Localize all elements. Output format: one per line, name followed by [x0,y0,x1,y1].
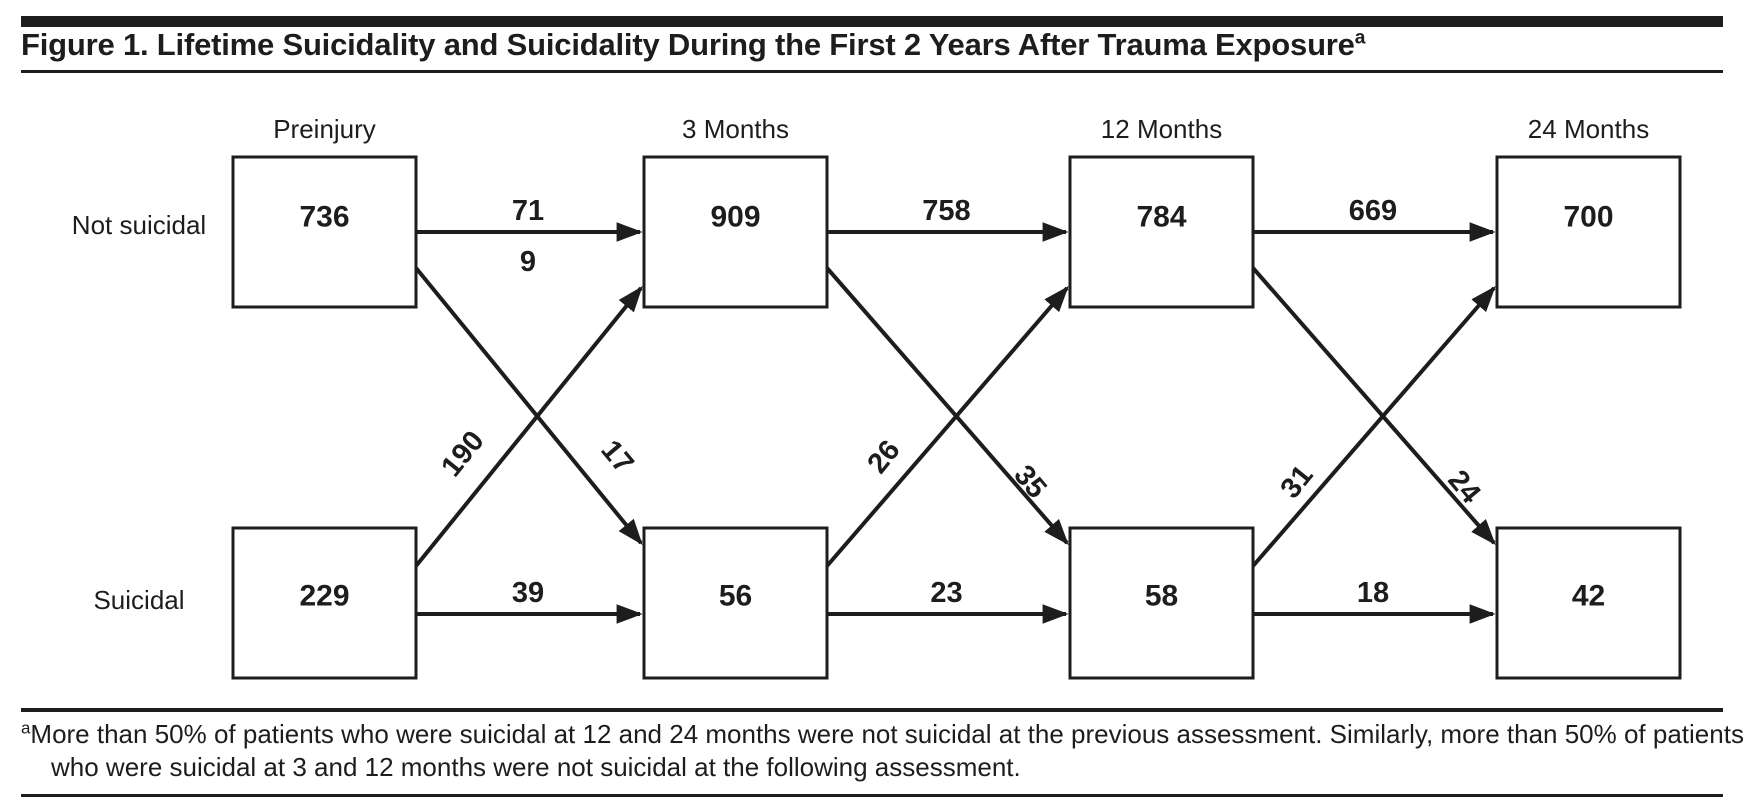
row-label: Suicidal [93,585,184,615]
column-header: 24 Months [1528,114,1649,144]
count-box [642,526,829,680]
figure-title-text: Figure 1. Lifetime Suicidality and Suici… [21,27,1355,62]
count-value: 736 [299,201,349,234]
count-box [1068,526,1255,680]
footnote-text: More than 50% of patients who were suici… [30,719,1744,782]
count-value: 42 [1572,580,1605,613]
transition-label: 26 [861,434,906,479]
transition-arrow [825,286,1069,568]
figure-footnote: aMore than 50% of patients who were suic… [21,718,1744,784]
count-box [231,526,418,680]
footnote-marker: a [21,718,31,738]
count-value: 909 [710,201,760,234]
count-box [642,155,829,309]
transition-label: 758 [922,195,970,227]
transition-arrow [825,266,1069,545]
transition-label: 669 [1349,195,1397,227]
transition-label: 71 [512,195,544,227]
column-header: Preinjury [273,114,376,144]
column-header: 3 Months [682,114,789,144]
transition-label: 24 [1441,464,1486,509]
column-header: 12 Months [1101,114,1222,144]
count-value: 58 [1145,580,1178,613]
footnote-divider [21,708,1723,712]
transition-label: 18 [1357,577,1389,609]
count-value: 700 [1563,201,1613,234]
count-box [231,155,418,309]
count-box [1495,155,1682,309]
count-box [1495,526,1682,680]
figure-title: Figure 1. Lifetime Suicidality and Suici… [21,27,1365,63]
count-value: 784 [1136,201,1186,234]
bottom-rule [21,794,1723,797]
transition-arrow [1251,266,1496,545]
transition-label: 39 [512,577,544,609]
count-box [1068,155,1255,309]
title-footnote-marker: a [1354,27,1366,49]
transition-label: 190 [435,425,490,483]
title-divider [21,70,1723,73]
top-rule [21,16,1723,27]
transition-arrow [1251,286,1496,568]
transition-label: 23 [930,577,962,609]
count-value: 229 [299,580,349,613]
transition-label: 9 [520,246,536,278]
transition-label: 35 [1007,459,1052,504]
row-label: Not suicidal [72,210,206,240]
transition-arrow [414,285,643,568]
transition-arrow [414,266,643,546]
transition-label: 17 [594,434,639,479]
count-value: 56 [719,580,752,613]
